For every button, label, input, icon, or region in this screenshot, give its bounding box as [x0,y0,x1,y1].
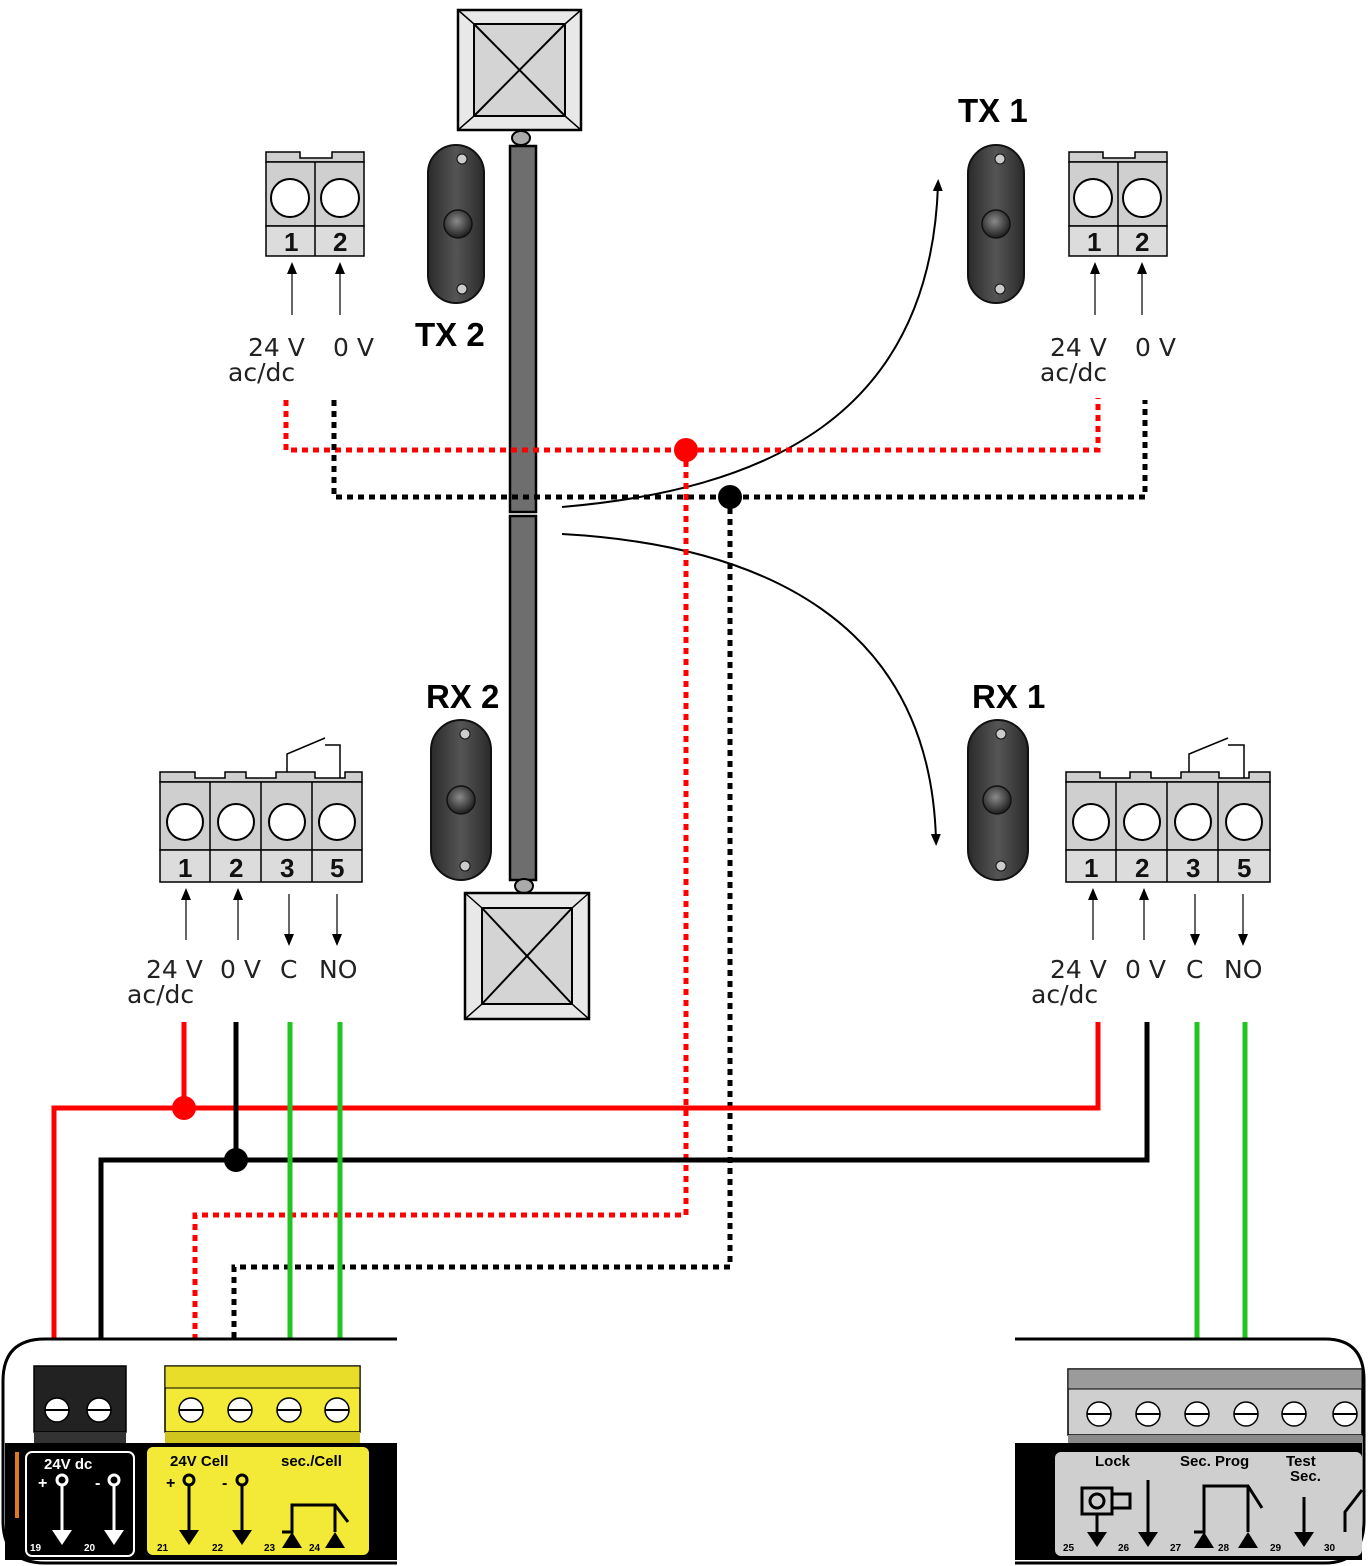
tx-negative-wire [331,400,1148,500]
tx1-terminal-2: 2 [1135,227,1149,257]
rx1-label-24v: 24 V [1050,955,1107,984]
tx2-label: TX 2 [415,316,485,353]
gate-leaf-lower [508,514,538,894]
rx-negative-junction [224,1148,248,1172]
test-title: Test [1286,1453,1316,1470]
terminal-25: 25 [1063,1543,1075,1554]
secprog-title: Sec. Prog [1180,1453,1249,1470]
tx-positive-feed [192,450,689,1365]
block-24vdc-minus: - [95,1475,100,1492]
rx-positive-wire [181,1022,1101,1111]
rx2-label-acdc: ac/dc [127,980,194,1009]
terminal-22: 22 [212,1543,224,1554]
supply-positive-wire [51,1105,184,1367]
tx1-label: TX 1 [958,92,1028,129]
control-board-left [1,1337,397,1565]
rx2-label-24v: 24 V [146,955,203,984]
block-cell-title: 24V Cell [170,1453,228,1470]
rx2-terminal-block [159,737,363,883]
control-board-right [1015,1337,1366,1565]
upper-gate-post [456,8,583,146]
tx1-terminal-1: 1 [1087,227,1101,257]
tx1-terminal-block [1068,151,1168,257]
tx2-label-24v: 24 V [248,333,305,362]
tx2-terminal-block [265,151,365,257]
block-sec-title: sec./Cell [281,1453,342,1470]
rx-negative-wire [233,1022,1150,1163]
gate-leaf-upper [508,144,538,514]
tx1-label-24v: 24 V [1050,333,1107,362]
rx2-terminal-2: 2 [229,853,243,883]
rx1-terminal-2: 2 [1135,853,1149,883]
block-cell-plus: + [166,1475,175,1492]
terminal-27: 27 [1170,1543,1182,1554]
tx2-sensor [427,144,485,304]
rx2-label-no: NO [319,955,357,984]
tx2-terminal-1: 1 [284,227,298,257]
terminal-30: 30 [1324,1543,1336,1554]
tx2-label-0v: 0 V [333,333,374,362]
terminal-21: 21 [157,1543,169,1554]
terminal-26: 26 [1118,1543,1130,1554]
terminal-20: 20 [84,1543,96,1554]
rx1-terminal-5: 5 [1237,853,1251,883]
swing-arc-close [561,533,941,846]
rx1-label-c: C [1186,955,1203,984]
rx1-label-0v: 0 V [1125,955,1166,984]
lock-title: Lock [1095,1453,1131,1470]
tx-negative-junction [718,485,742,509]
rx2-label-0v: 0 V [220,955,261,984]
rx2-terminal-5: 5 [330,853,344,883]
rx1-terminal-3: 3 [1186,853,1200,883]
tx-negative-feed [231,497,733,1365]
rx2-terminal-3: 3 [280,853,294,883]
rx1-terminal-1: 1 [1084,853,1098,883]
terminal-24: 24 [309,1543,321,1554]
lower-gate-post [463,891,591,1021]
rx-positive-junction [172,1096,196,1120]
terminal-29: 29 [1270,1543,1282,1554]
rx1-sensor [967,719,1029,881]
rx2-label-c: C [280,955,297,984]
rx2-label: RX 2 [426,678,499,715]
rx1-label-no: NO [1224,955,1262,984]
rx2-terminal-1: 1 [178,853,192,883]
tx1-label-0v: 0 V [1135,333,1176,362]
block-24vdc-title: 24V dc [44,1456,92,1473]
rx1-label: RX 1 [972,678,1045,715]
terminal-19: 19 [30,1543,42,1554]
rx2-sensor [430,719,492,881]
rx1-label-acdc: ac/dc [1031,980,1098,1009]
tx2-terminal-2: 2 [333,227,347,257]
tx-positive-junction [674,438,698,462]
test-subtitle: Sec. [1290,1468,1321,1485]
terminal-28: 28 [1218,1543,1230,1554]
tx1-sensor [967,144,1025,304]
swing-arc-open [561,179,943,508]
tx2-label-acdc: ac/dc [228,358,295,387]
supply-negative-wire [98,1157,236,1367]
block-24vdc-plus: + [38,1475,47,1492]
terminal-23: 23 [264,1543,276,1554]
tx1-label-acdc: ac/dc [1040,358,1107,387]
rx1-terminal-block [1065,737,1271,883]
block-cell-minus: - [222,1475,227,1492]
